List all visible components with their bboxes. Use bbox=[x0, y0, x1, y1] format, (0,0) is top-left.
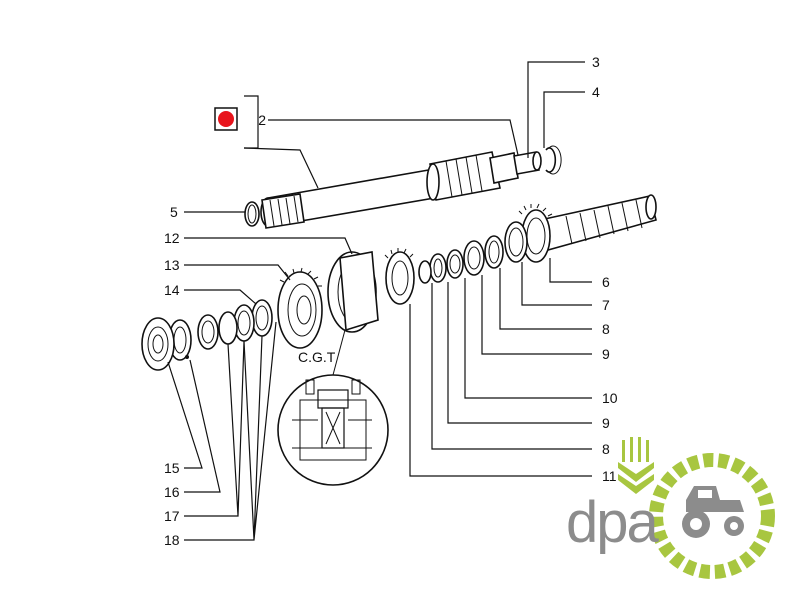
label-4: 4 bbox=[592, 84, 600, 100]
ring-8b bbox=[418, 260, 432, 284]
part-labels: 2 3 4 5 12 13 14 6 7 8 9 10 9 8 11 15 16… bbox=[164, 54, 618, 548]
label-9a: 9 bbox=[602, 346, 610, 362]
washer-8a bbox=[484, 235, 504, 269]
kit-marker bbox=[214, 95, 319, 189]
snap-ring-5 bbox=[244, 201, 260, 227]
label-14: 14 bbox=[164, 282, 180, 298]
label-17: 17 bbox=[164, 508, 180, 524]
label-8a: 8 bbox=[602, 321, 610, 337]
end-bearing bbox=[141, 317, 175, 371]
label-18: 18 bbox=[164, 532, 180, 548]
leader-lines bbox=[167, 61, 592, 541]
lower-shaft bbox=[539, 194, 657, 251]
logo-text: dpa bbox=[566, 490, 660, 555]
cgt-detail bbox=[277, 329, 389, 486]
label-12: 12 bbox=[164, 230, 180, 246]
ring-7 bbox=[504, 221, 528, 263]
label-9b: 9 bbox=[602, 415, 610, 431]
bearing-9a bbox=[463, 240, 485, 276]
wheat-icon bbox=[618, 437, 654, 494]
spacer-10 bbox=[446, 249, 464, 279]
label-15: 15 bbox=[164, 460, 180, 476]
washer-16 bbox=[197, 314, 219, 350]
dpa-logo: dpa bbox=[566, 437, 775, 579]
label-11: 11 bbox=[602, 468, 617, 484]
label-10: 10 bbox=[602, 390, 618, 406]
label-13: 13 bbox=[164, 257, 180, 273]
label-3: 3 bbox=[592, 54, 600, 70]
label-6: 6 bbox=[602, 274, 610, 290]
washer-9b bbox=[429, 253, 447, 283]
tractor-icon bbox=[682, 486, 744, 538]
synchronizer-12 bbox=[327, 251, 379, 333]
label-7: 7 bbox=[602, 297, 610, 313]
label-8b: 8 bbox=[602, 441, 610, 457]
gear-11 bbox=[384, 248, 415, 305]
label-16: 16 bbox=[164, 484, 180, 500]
snap-ring-4 bbox=[545, 145, 562, 175]
bearing-14 bbox=[218, 299, 273, 345]
label-5: 5 bbox=[170, 204, 178, 220]
label-2: 2 bbox=[258, 112, 266, 128]
upper-shaft bbox=[260, 151, 542, 229]
gear-13 bbox=[277, 267, 323, 349]
cgt-label: C.G.T bbox=[298, 349, 336, 365]
